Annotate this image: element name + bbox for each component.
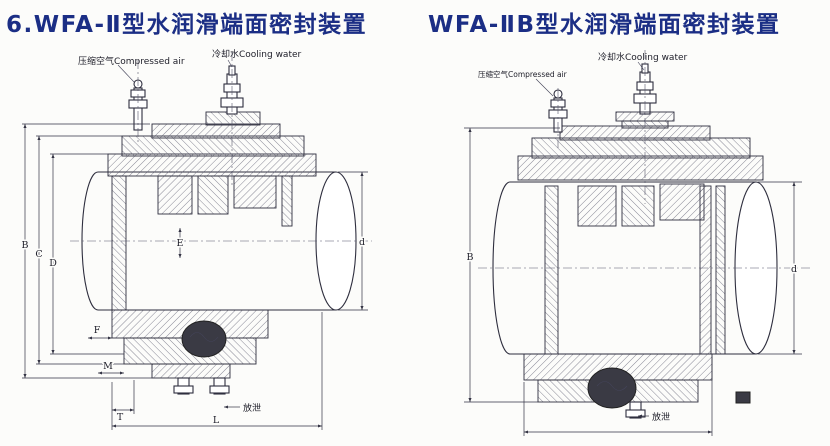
right-compressed-air-label: 压缩空气Compressed air (478, 69, 568, 79)
technical-drawings: 压缩空气Compressed air 冷却水Cooling water (20, 48, 812, 436)
left-compressed-air-leader (117, 64, 135, 83)
right-drawing: 冷却水Cooling water 压缩空气Compressed air B d … (464, 50, 812, 436)
left-drawing: 压缩空气Compressed air 冷却水Cooling water (20, 48, 372, 430)
right-seal-housing (517, 125, 764, 409)
left-dim-B: B (22, 240, 29, 251)
right-centerlines (478, 50, 812, 269)
right-dimensions: B d (464, 127, 802, 436)
left-cooling-water-label: 冷却水Cooling water (212, 48, 302, 60)
left-seal-ring-detail (181, 320, 227, 358)
right-seal-ring-detail (587, 367, 637, 409)
right-dim-B: B (467, 252, 474, 263)
title-wfa2b: WFA-ⅡB型水润滑端面密封装置 (428, 12, 781, 38)
right-drain-bolt (625, 401, 646, 419)
left-dimensions: B C D d E F M T L (20, 123, 368, 430)
title-wfa2: 6.WFA-Ⅱ型水润滑端面密封装置 (6, 12, 368, 38)
right-cooling-water-label: 冷却水Cooling water (598, 51, 688, 63)
left-cooling-water-leader (227, 59, 233, 68)
right-dim-d: d (791, 264, 797, 275)
right-drain-label: 放泄 (652, 411, 670, 423)
left-dim-E: E (177, 238, 184, 249)
left-seal-housing (107, 111, 317, 379)
page-titles: 6.WFA-Ⅱ型水润滑端面密封装置 WFA-ⅡB型水润滑端面密封装置 (0, 2, 830, 38)
left-dim-d: d (359, 237, 365, 248)
left-compressed-air-fitting (128, 79, 148, 131)
left-dim-D: D (49, 258, 57, 269)
left-centerlines (70, 52, 372, 242)
left-compressed-air-label: 压缩空气Compressed air (78, 55, 185, 67)
left-dim-M: M (103, 361, 113, 372)
right-compressed-air-leader (535, 78, 554, 97)
right-lower-fitting (735, 391, 751, 404)
left-drain-bolts (173, 377, 230, 395)
right-cooling-water-leader (637, 61, 645, 71)
left-drain-label: 放泄 (243, 402, 261, 414)
left-dim-L: L (213, 415, 220, 426)
left-dim-T: T (117, 412, 124, 423)
left-dim-C: C (35, 249, 42, 260)
left-dim-F: F (94, 325, 101, 336)
